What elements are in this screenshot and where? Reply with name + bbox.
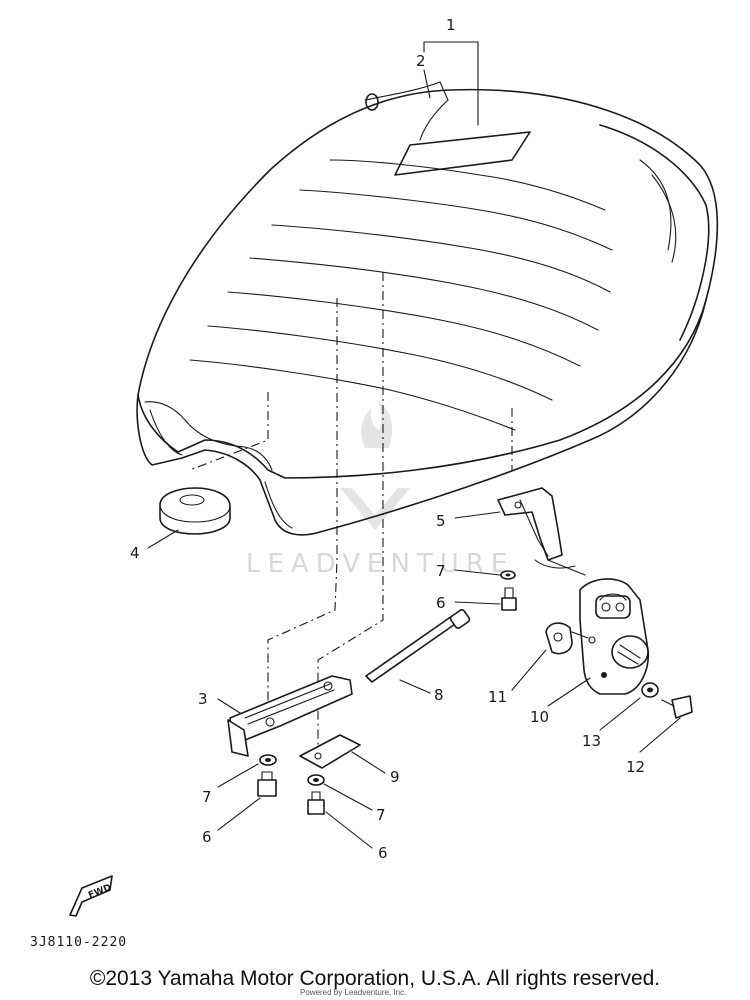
- stay: [299, 734, 361, 769]
- callout-13: 13: [582, 732, 601, 750]
- washer-7-lower-right: [307, 774, 325, 786]
- callout-2: 2: [416, 52, 426, 70]
- rod: [365, 609, 471, 683]
- callout-9: 9: [390, 768, 400, 786]
- watermark: LEADVENTURE: [246, 400, 514, 579]
- callout-7-right: 7: [436, 562, 446, 580]
- bolt-6-lower-left: [257, 771, 277, 797]
- damper: [159, 487, 231, 535]
- callout-1: 1: [446, 16, 456, 34]
- callout-3: 3: [198, 690, 208, 708]
- callout-4: 4: [130, 544, 140, 562]
- callout-12: 12: [626, 758, 645, 776]
- cable-holder: [545, 622, 589, 655]
- washer-7-lower-left: [259, 754, 277, 766]
- callout-6-lower-right: 6: [378, 844, 388, 862]
- seat-lock: [579, 578, 650, 695]
- fwd-arrow: FWD: [69, 875, 113, 917]
- collar: [641, 682, 659, 698]
- callout-7-lower-right: 7: [376, 806, 386, 824]
- hinge-bracket: [497, 487, 586, 576]
- lock-bolt: [661, 695, 693, 719]
- callout-labels: 1 2 3 4 5 6 6 6 7 7 7 8 9 10 11 12 13: [130, 16, 645, 862]
- callout-7-lower-left: 7: [202, 788, 212, 806]
- callout-6-lower-left: 6: [202, 828, 212, 846]
- lower-bracket: [227, 675, 353, 757]
- bolt-6-lower-right: [307, 791, 325, 815]
- bolt-6-right: [501, 587, 517, 611]
- leader-lines: [147, 41, 681, 849]
- callout-11: 11: [488, 688, 507, 706]
- watermark-subtext: Powered by Leadventure, Inc.: [300, 988, 407, 997]
- callout-10: 10: [530, 708, 549, 726]
- assembly-guide-lines: [189, 272, 513, 760]
- callout-8: 8: [434, 686, 444, 704]
- washer-7-right: [500, 570, 516, 580]
- diagram-code: 3J8110-2220: [30, 935, 128, 950]
- watermark-text: LEADVENTURE: [246, 549, 514, 579]
- copyright-notice: ©2013 Yamaha Motor Corporation, U.S.A. A…: [89, 967, 661, 990]
- fwd-label: FWD: [87, 883, 113, 901]
- callout-6-right: 6: [436, 594, 446, 612]
- callout-5: 5: [436, 512, 446, 530]
- seat: [136, 81, 719, 536]
